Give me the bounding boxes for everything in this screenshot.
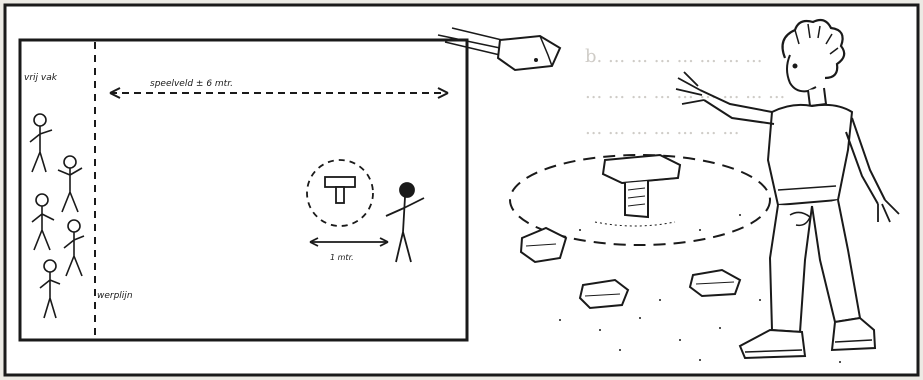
free-zone-label: vrij vak bbox=[24, 73, 58, 83]
waiting-players bbox=[29, 113, 85, 319]
thrower-person-icon bbox=[675, 18, 900, 360]
target-circle bbox=[306, 159, 374, 227]
throw-line-label: werplijn bbox=[97, 291, 133, 301]
target-ellipse bbox=[509, 154, 771, 246]
stick-figure-icon bbox=[39, 259, 61, 319]
field-diagram: vrij vak speelveld ± 6 mtr. bbox=[18, 38, 469, 342]
target-stone-3d-icon bbox=[594, 153, 682, 227]
show-through-text: b. ... ... ... ... ... ... ... ... ... .… bbox=[585, 46, 785, 139]
ghost-line-3: ... ... ... ... ... ... ... bbox=[585, 118, 740, 139]
stick-figure-icon bbox=[29, 113, 53, 173]
one-meter-label: 1 mtr. bbox=[330, 253, 354, 262]
ghost-line-2: ... ... ... ... ... ... ... ... ... bbox=[585, 82, 785, 103]
throwing-scene bbox=[437, 18, 900, 363]
distance-label: speelveld ± 6 mtr. bbox=[150, 79, 233, 89]
ground-stone-icon bbox=[519, 226, 568, 264]
stick-figure-icon bbox=[57, 155, 83, 213]
thrower-stick-figure-icon bbox=[385, 182, 425, 263]
stick-figure-icon bbox=[63, 219, 85, 277]
ghost-line-1: b. ... ... ... ... ... ... ... bbox=[585, 46, 762, 67]
one-meter-arrow bbox=[309, 237, 389, 247]
target-stone-icon bbox=[324, 176, 356, 204]
ground-stone-icon bbox=[578, 278, 630, 310]
ground-stone-icon bbox=[688, 268, 742, 298]
stick-figure-icon bbox=[31, 193, 55, 251]
flying-stone-icon bbox=[437, 27, 562, 72]
distance-arrow bbox=[109, 87, 449, 99]
